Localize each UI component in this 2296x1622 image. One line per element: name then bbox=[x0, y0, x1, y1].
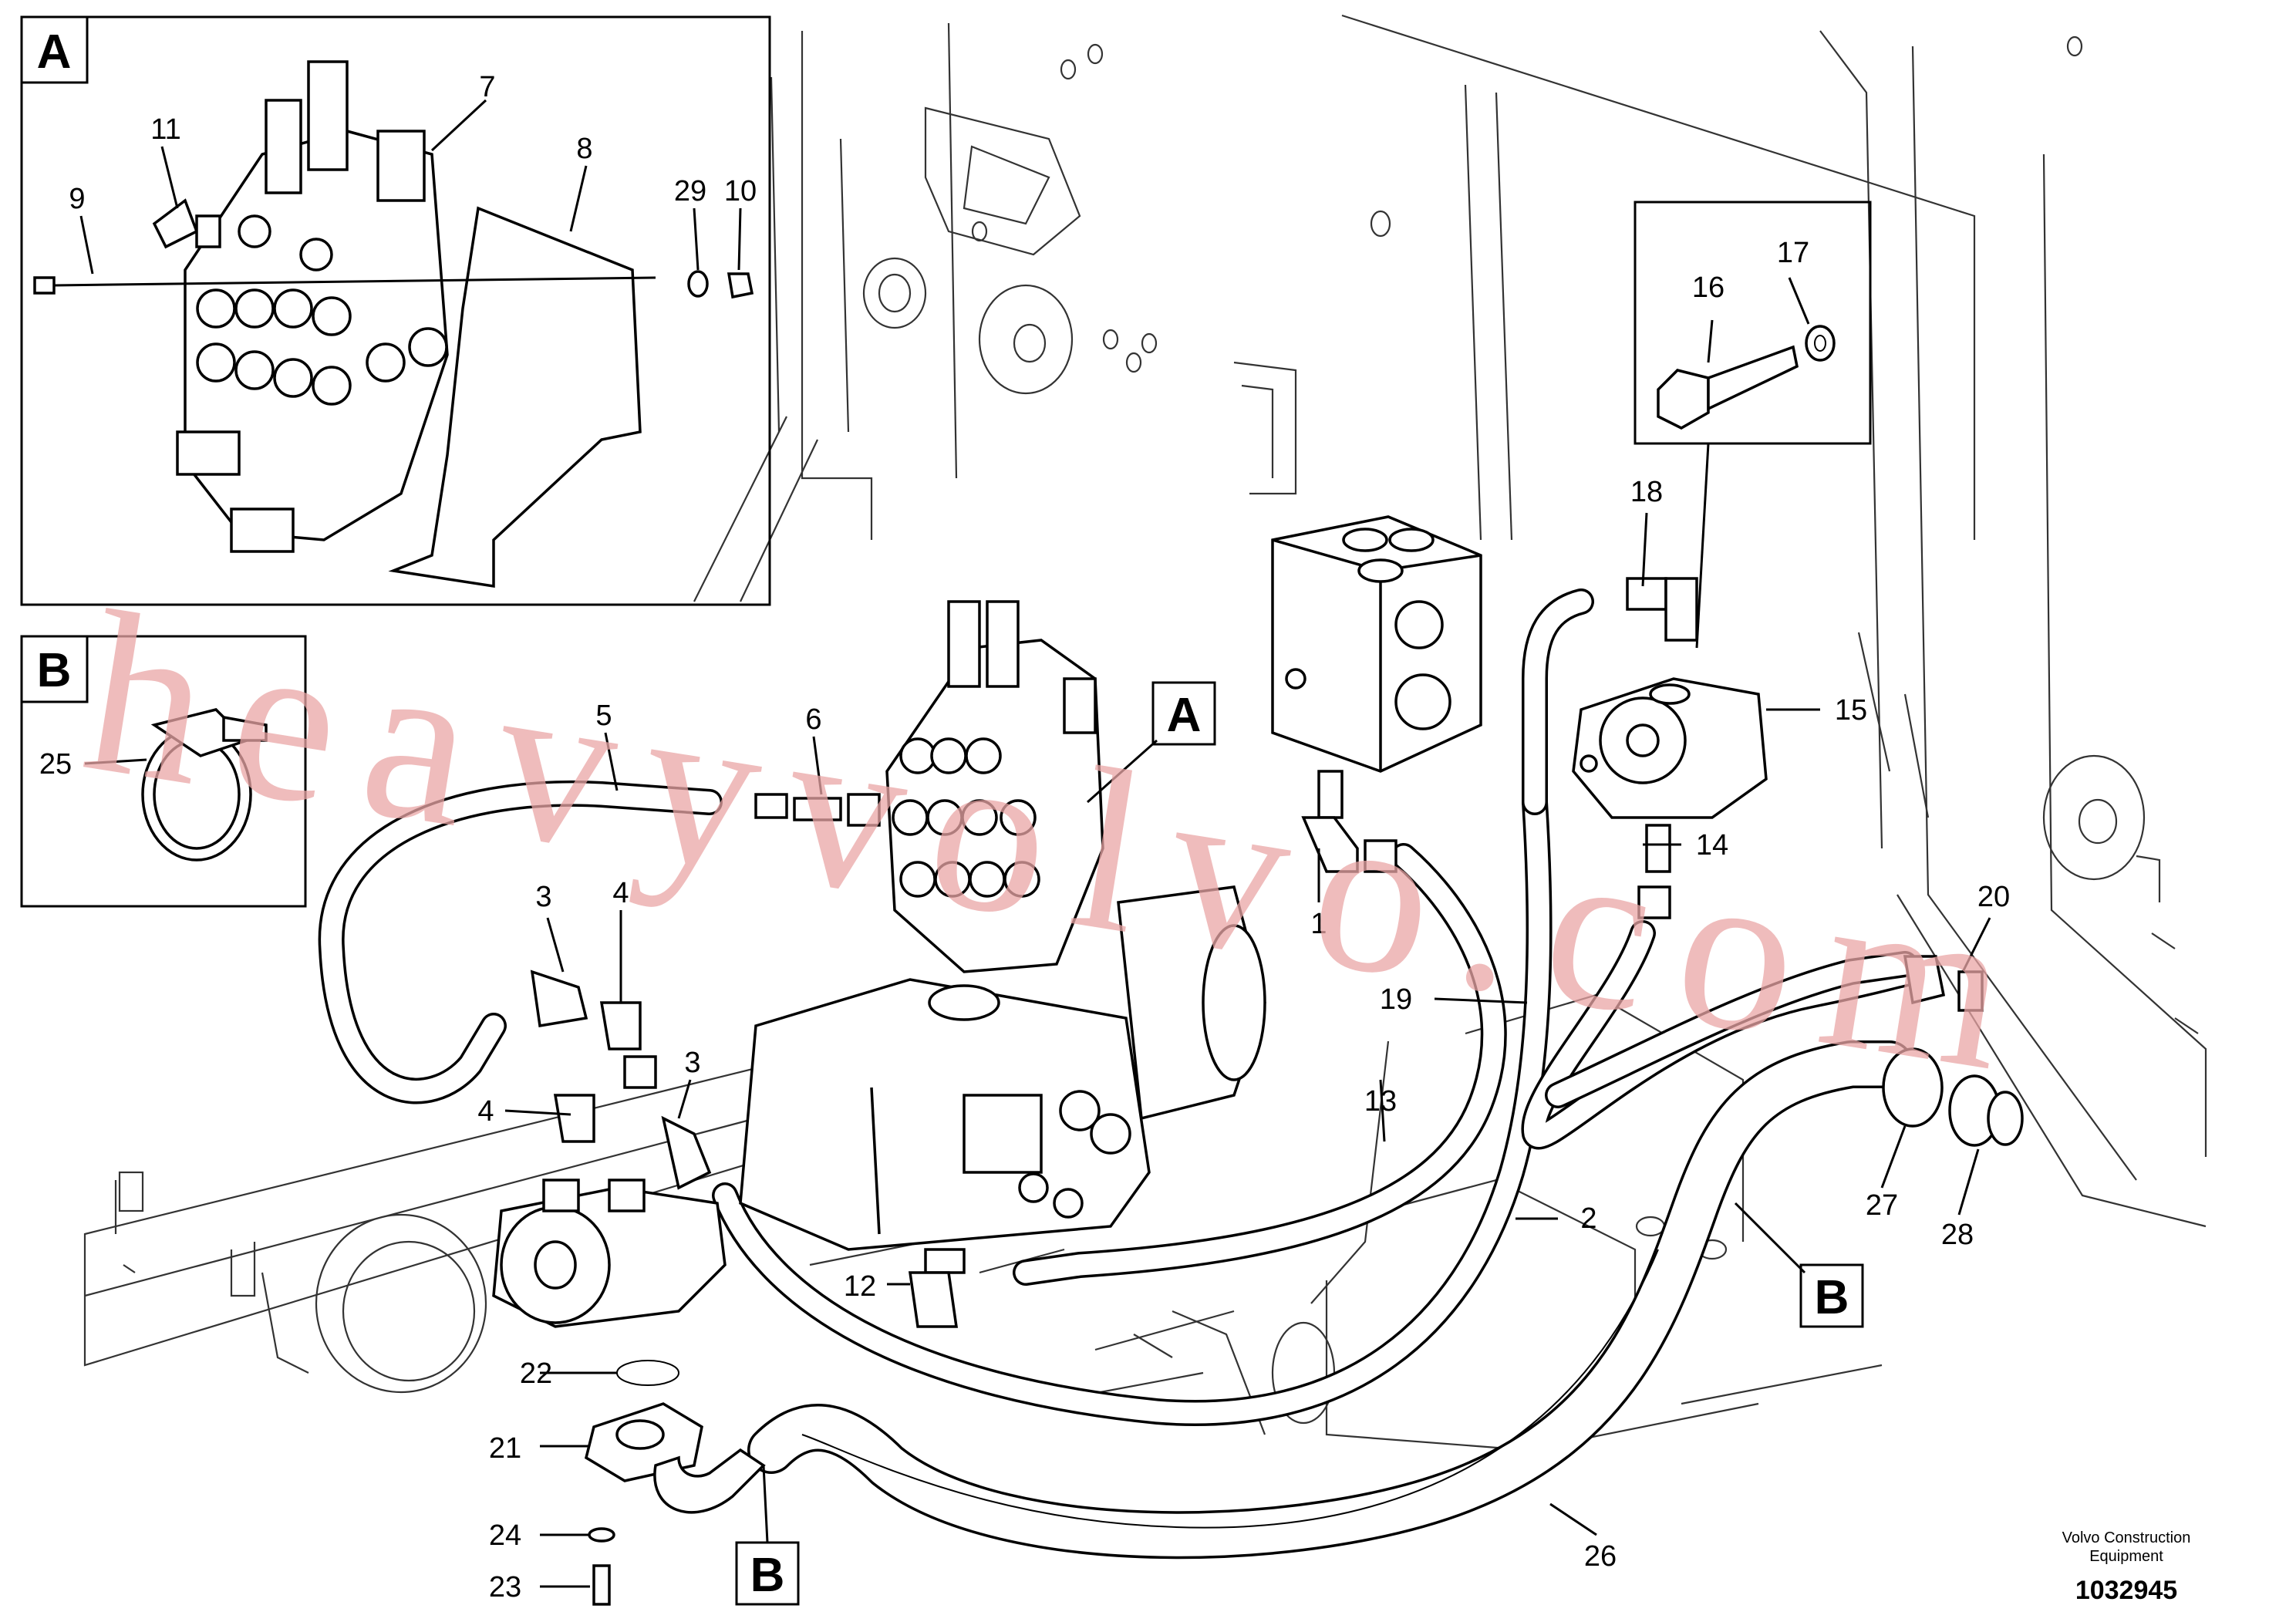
callout-5: 5 bbox=[595, 700, 612, 732]
detail-box-a: A bbox=[20, 15, 771, 606]
callout-24: 24 bbox=[489, 1519, 521, 1552]
hydrostatic-pump bbox=[739, 885, 1266, 1251]
callout-25: 25 bbox=[39, 748, 72, 781]
callout-3b: 3 bbox=[684, 1047, 700, 1079]
callout-29: 29 bbox=[674, 175, 706, 207]
callout-22: 22 bbox=[520, 1357, 552, 1390]
callout-2: 2 bbox=[1580, 1202, 1596, 1235]
callout-26: 26 bbox=[1584, 1540, 1617, 1573]
callout-6: 6 bbox=[805, 703, 821, 736]
callout-14: 14 bbox=[1696, 829, 1728, 862]
callout-12: 12 bbox=[844, 1270, 876, 1303]
footer-company-line1: Volvo Construction bbox=[2062, 1529, 2191, 1546]
valve-block bbox=[1271, 515, 1482, 773]
view-marker-a: A bbox=[1167, 689, 1202, 742]
callout-28: 28 bbox=[1941, 1219, 1974, 1251]
footer-drawing-number: 1032945 bbox=[2075, 1576, 2177, 1605]
callout-1: 1 bbox=[1310, 908, 1327, 940]
view-marker-b-right: B bbox=[1815, 1271, 1849, 1324]
callout-4b: 4 bbox=[477, 1095, 494, 1128]
detail-box-b-label: B bbox=[37, 644, 72, 697]
callout-21: 21 bbox=[489, 1432, 521, 1465]
callout-16: 16 bbox=[1692, 271, 1725, 304]
callout-10: 10 bbox=[724, 175, 757, 207]
callout-9: 9 bbox=[69, 183, 85, 215]
detail-box-a-label: A bbox=[37, 25, 72, 79]
callout-4a: 4 bbox=[612, 877, 629, 909]
leader-lines bbox=[79, 99, 1991, 1588]
control-valve-main bbox=[885, 600, 1104, 973]
gear-pump-right bbox=[1572, 677, 1768, 819]
callout-7: 7 bbox=[479, 71, 495, 103]
callout-13: 13 bbox=[1364, 1085, 1397, 1118]
callout-11: 11 bbox=[150, 113, 180, 146]
callout-18: 18 bbox=[1630, 476, 1663, 508]
detail-box-b: B bbox=[20, 635, 307, 908]
footer-company-line2: Equipment bbox=[2089, 1548, 2163, 1565]
callout-8: 8 bbox=[576, 133, 592, 165]
callout-3a: 3 bbox=[535, 881, 551, 913]
callout-19: 19 bbox=[1380, 983, 1412, 1016]
detail-box-bolt bbox=[1633, 201, 1872, 649]
callout-23: 23 bbox=[489, 1571, 521, 1603]
gear-pump-lower bbox=[492, 1179, 727, 1328]
callout-15: 15 bbox=[1835, 694, 1867, 727]
view-marker-b-left: B bbox=[750, 1549, 785, 1602]
callout-17: 17 bbox=[1777, 237, 1809, 269]
view-markers: A B B bbox=[735, 681, 1864, 1606]
callout-20: 20 bbox=[1977, 881, 2010, 913]
callout-27: 27 bbox=[1866, 1189, 1898, 1222]
hoses bbox=[318, 588, 1934, 1560]
callouts: 1 2 3 3 4 4 5 6 7 8 9 10 11 12 13 14 15 … bbox=[39, 71, 2010, 1603]
